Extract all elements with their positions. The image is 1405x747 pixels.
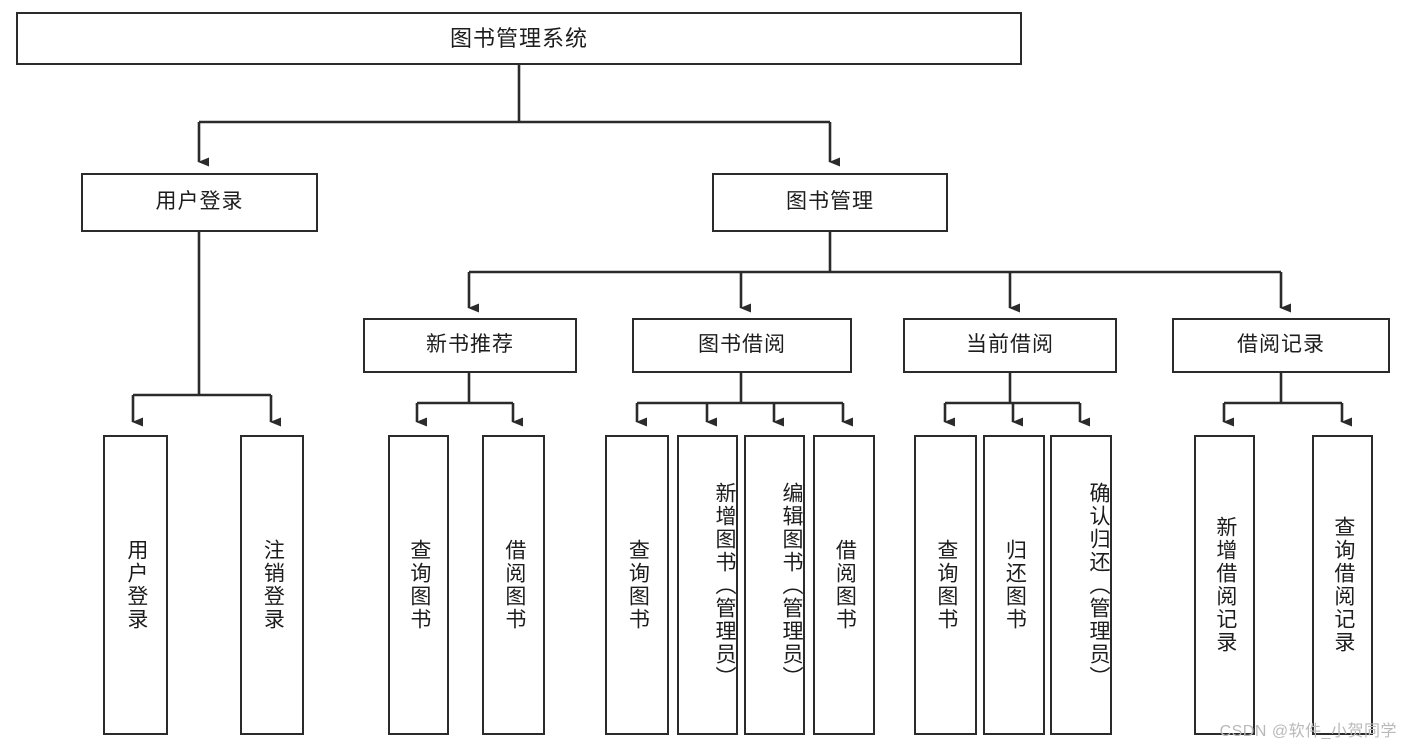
node-book-borrow[interactable]: 图书借阅 [632, 318, 852, 373]
node-leaf-borrow-book-1[interactable]: 借阅图书 [482, 435, 545, 735]
node-leaf-query-book-2[interactable]: 查询图书 [605, 435, 669, 735]
node-new-book-recommend[interactable]: 新书推荐 [363, 318, 577, 373]
node-current-borrow[interactable]: 当前借阅 [903, 318, 1117, 373]
node-leaf-user-login[interactable]: 用户登录 [103, 435, 168, 735]
node-leaf-query-book-1[interactable]: 查询图书 [388, 435, 449, 735]
node-leaf-logout-login[interactable]: 注销登录 [240, 435, 304, 735]
node-leaf-query-book-3[interactable]: 查询图书 [914, 435, 977, 735]
node-leaf-confirm-return[interactable]: 确认归还（管理员） [1050, 435, 1112, 735]
node-leaf-query-record[interactable]: 查询借阅记录 [1312, 435, 1373, 735]
watermark-label: CSDN @软件_小贺同学 [1219, 723, 1397, 740]
node-leaf-add-book[interactable]: 新增图书（管理员） [677, 435, 738, 735]
node-leaf-return-book[interactable]: 归还图书 [983, 435, 1045, 735]
node-book-manage[interactable]: 图书管理 [712, 173, 948, 232]
node-root[interactable]: 图书管理系统 [16, 12, 1022, 65]
node-leaf-edit-book[interactable]: 编辑图书（管理员） [744, 435, 805, 735]
node-leaf-add-record[interactable]: 新增借阅记录 [1194, 435, 1255, 735]
node-borrow-record[interactable]: 借阅记录 [1172, 318, 1390, 373]
node-leaf-borrow-book-2[interactable]: 借阅图书 [813, 435, 875, 735]
node-user-login[interactable]: 用户登录 [81, 173, 318, 232]
